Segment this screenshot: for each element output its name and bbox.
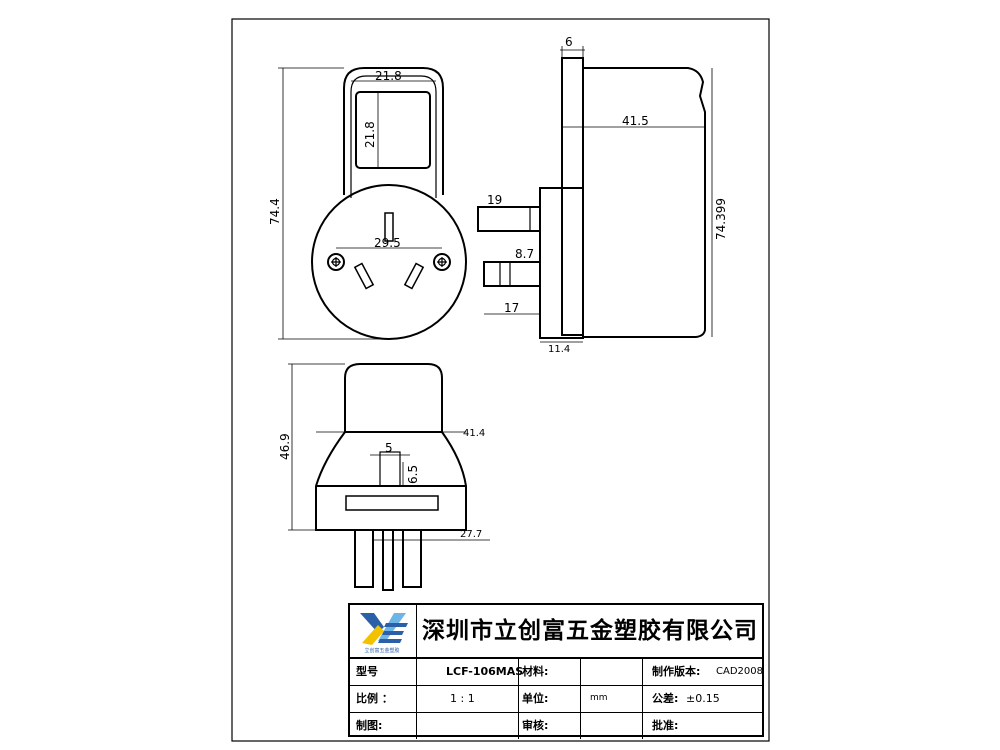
value-model: LCF-106MAS [446,665,524,678]
value-approved-by [696,712,756,739]
label-material: 材料: [522,665,549,678]
dim-bottom-width: 41.4 [463,428,485,439]
value-version: CAD2008 [716,666,763,677]
dim-plate-thickness: 6 [565,35,573,49]
dim-base-thickness: 11.4 [548,344,570,355]
value-reviewed-by [586,712,636,739]
label-approved-by: 批准: [652,719,679,732]
company-logo: 立创富五金塑胶 [350,605,417,657]
value-tolerance: ±0.15 [686,692,720,705]
bottom-dimensions [288,363,490,541]
dim-top-width: 21.8 [375,69,402,83]
value-drawn-by [446,712,506,739]
label-model: 型号 [356,665,378,678]
front-dimensions [278,67,442,340]
title-block-header: 立创富五金塑胶 深圳市立创富五金塑胶有限公司 [350,605,762,659]
company-name: 深圳市立创富五金塑胶有限公司 [422,618,758,644]
dim-pin-offset: 8.7 [515,247,534,261]
label-tolerance: 公差: [652,692,679,705]
logo-icon [360,613,408,645]
dim-bottom-height: 46.9 [278,433,292,460]
label-version: 制作版本: [652,665,701,678]
dim-window-height: 21.8 [363,121,377,148]
title-block: 立创富五金塑胶 深圳市立创富五金塑胶有限公司 型号 LCF-106MAS 材料:… [348,603,764,739]
sheet-border [231,18,770,742]
dim-body-depth: 41.5 [622,114,649,128]
dim-pin-span: 29.5 [374,236,401,250]
label-reviewed-by: 审核: [522,719,549,732]
title-row-drawn: 制图: 审核: 批准: [350,712,762,739]
value-material [586,658,636,685]
dim-total-height: 74.4 [268,198,282,225]
side-dimensions [478,46,713,343]
dim-pin-center-span: 27.7 [460,529,482,540]
label-scale: 比例 ： [356,692,393,705]
dim-slot-depth: 6.5 [406,465,420,484]
label-unit: 单位: [522,692,549,705]
value-unit: mm [590,693,608,703]
dim-pin-length-lower: 17 [504,301,519,315]
side-view [477,57,706,339]
front-view [311,67,467,340]
logo-text: 立创富五金塑胶 [364,648,400,654]
dim-pin-length-upper: 19 [487,193,502,207]
bottom-view [315,363,467,591]
title-row-scale: 比例 ： 1 : 1 单位: mm 公差: ±0.15 [350,685,762,713]
dim-slot-width: 5 [385,441,393,455]
title-row-model: 型号 LCF-106MAS 材料: 制作版本: CAD2008 [350,658,763,686]
value-scale: 1 : 1 [450,692,475,705]
dim-side-height: 74.399 [714,198,728,240]
label-drawn-by: 制图: [356,719,383,732]
